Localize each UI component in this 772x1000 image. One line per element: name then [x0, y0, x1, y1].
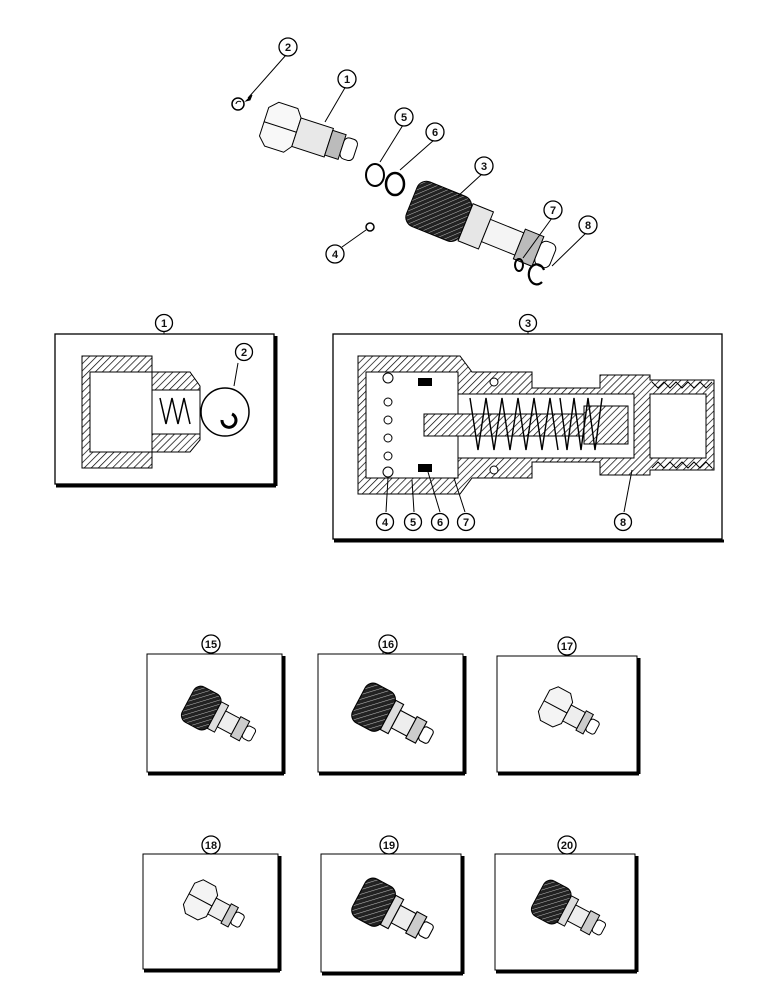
detail-3-label-6: 6 [430, 512, 450, 532]
detail-view-3: 3 4 5 [332, 313, 724, 543]
part-8-snap-ring [527, 263, 546, 286]
svg-text:16: 16 [382, 639, 394, 651]
callout-3: 3 [474, 156, 494, 176]
callout-5: 5 [394, 107, 414, 127]
callout-1: 1 [337, 69, 357, 89]
variant-grid: 15 16 17 18 [142, 634, 641, 976]
detail-3-title: 3 [518, 313, 538, 333]
detail-3-label-7: 7 [456, 512, 476, 532]
part-7-ring [514, 258, 524, 272]
svg-text:1: 1 [344, 74, 350, 86]
svg-text:7: 7 [550, 205, 556, 217]
part-5-ring [365, 163, 385, 187]
detail-1-label-2: 2 [234, 342, 254, 362]
variant-18: 18 [142, 835, 282, 973]
svg-text:20: 20 [561, 840, 573, 852]
detail-3-label-4: 4 [375, 512, 395, 532]
callout-8: 8 [578, 215, 598, 235]
detail-3-label-8: 8 [613, 512, 633, 532]
svg-text:17: 17 [561, 641, 573, 653]
variant-17: 17 [496, 636, 641, 776]
svg-text:6: 6 [432, 127, 438, 139]
svg-text:5: 5 [401, 112, 407, 124]
callout-6: 6 [425, 122, 445, 142]
svg-text:4: 4 [382, 517, 389, 529]
part-1-nipple [258, 101, 359, 162]
detail-3-leaders [385, 469, 633, 513]
variant-15: 15 [146, 634, 286, 776]
svg-text:2: 2 [241, 347, 247, 359]
variant-20: 20 [494, 835, 639, 974]
exploded-view: 2 1 5 6 3 4 7 8 [231, 37, 598, 286]
detail-1-title: 1 [154, 313, 174, 333]
svg-text:3: 3 [525, 318, 531, 330]
svg-text:3: 3 [481, 161, 487, 173]
part-2-ball [231, 97, 245, 111]
leader-lines [244, 54, 588, 267]
svg-text:7: 7 [463, 517, 469, 529]
svg-text:1: 1 [161, 318, 167, 330]
detail-view-1: 1 2 [54, 313, 278, 488]
detail-3-label-5: 5 [403, 512, 423, 532]
callout-2: 2 [278, 37, 298, 57]
svg-text:18: 18 [205, 840, 217, 852]
svg-text:8: 8 [585, 220, 591, 232]
svg-text:19: 19 [383, 840, 395, 852]
callout-4: 4 [325, 244, 345, 264]
svg-text:5: 5 [410, 517, 416, 529]
svg-text:15: 15 [205, 639, 217, 651]
part-4-ball [365, 222, 375, 232]
callout-7: 7 [543, 200, 563, 220]
variant-19: 19 [320, 835, 465, 976]
part-6-ring [384, 171, 406, 197]
svg-text:6: 6 [437, 517, 443, 529]
variant-16: 16 [317, 634, 467, 776]
svg-text:2: 2 [285, 42, 291, 54]
part-3-coupler [405, 180, 557, 269]
svg-text:8: 8 [620, 517, 626, 529]
svg-text:4: 4 [332, 249, 339, 261]
